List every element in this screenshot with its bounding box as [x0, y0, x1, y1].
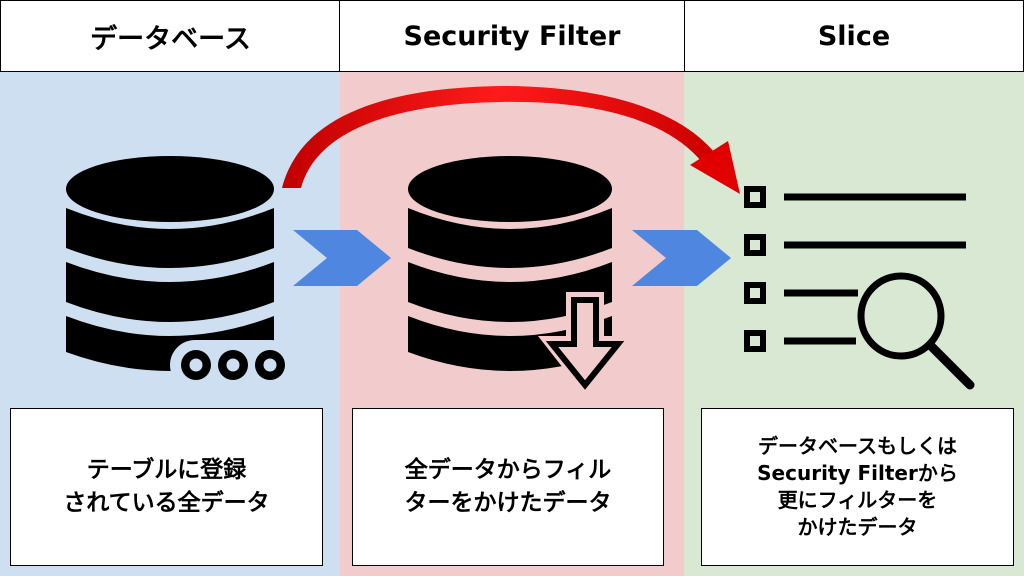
description-line: ターをかけたデータ	[404, 490, 612, 516]
curved-red-arrow-icon	[282, 86, 740, 194]
description-line: かけたデータ	[797, 515, 918, 539]
header-security-filter: Security Filter	[339, 0, 685, 72]
description-box-security-filter: 全データからフィル ターをかけたデータ	[352, 408, 664, 566]
description-line: データベースもしくは	[758, 434, 957, 458]
description-box-database: テーブルに登録 されている全データ	[10, 408, 323, 566]
database-with-dots-icon	[66, 156, 296, 390]
description-line: 全データからフィル	[404, 456, 612, 483]
chevron-arrow-icon	[632, 230, 731, 286]
description-line: Security Filterから	[757, 461, 958, 485]
database-with-download-arrow-icon	[408, 156, 632, 396]
description-line: 更にフィルターを	[777, 488, 938, 512]
description-line: されている全データ	[63, 490, 270, 516]
list-with-magnifier-icon	[744, 186, 975, 390]
header-slice: Slice	[684, 0, 1024, 72]
description-line: テーブルに登録	[86, 456, 247, 483]
description-box-slice: データベースもしくは Security Filterから 更にフィルターを かけ…	[701, 408, 1014, 566]
chevron-arrow-icon	[293, 230, 391, 286]
